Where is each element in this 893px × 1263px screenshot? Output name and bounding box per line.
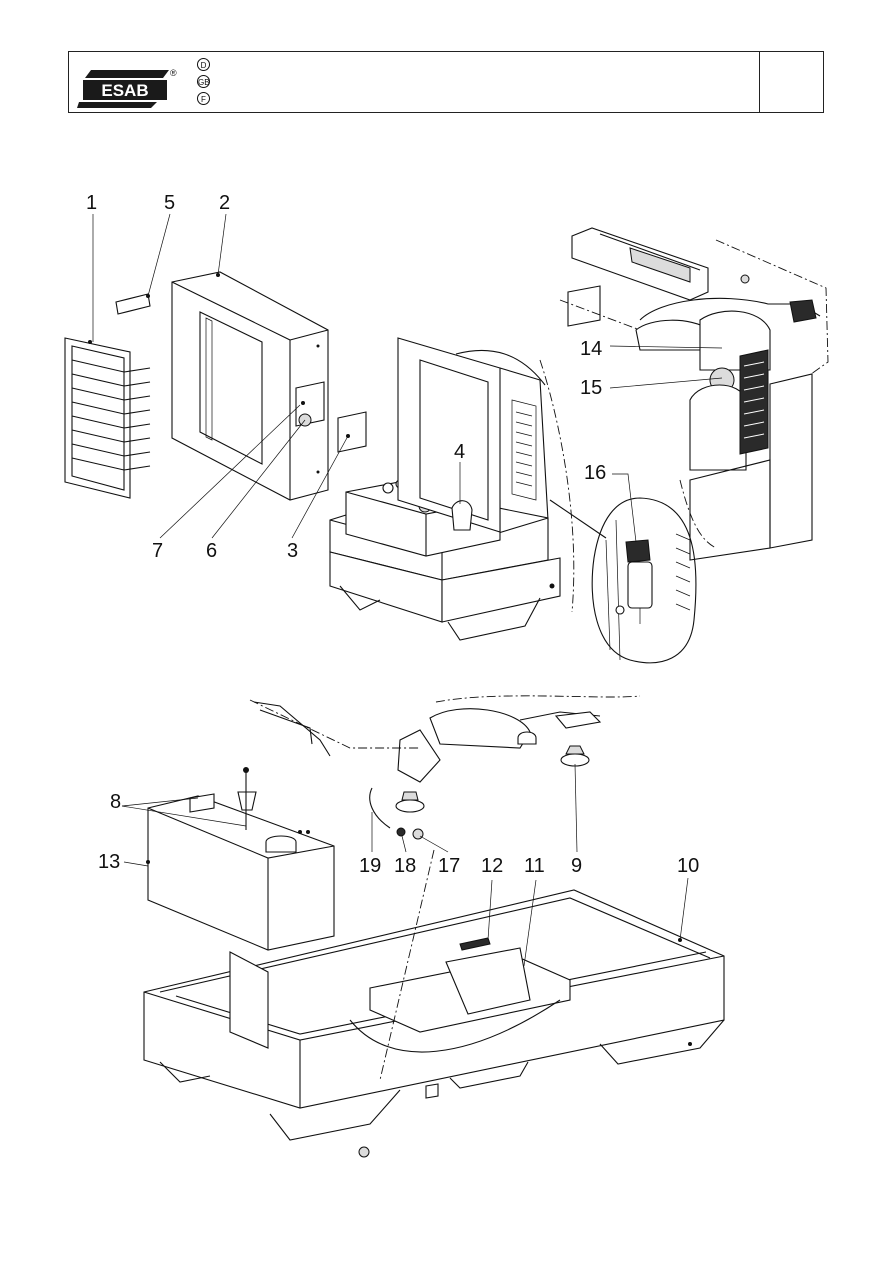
callout-5: 5 [164,192,175,214]
small-cover-plate-part [115,293,151,315]
language-badge-f: F [197,92,210,105]
engine-mount-assembly [249,695,641,840]
generator-base-assembly [329,337,575,641]
registered-mark: ® [170,68,177,78]
fuel-filter-detail [549,497,697,664]
callout-16: 16 [584,462,606,484]
callout-labels: 1 2 3 4 5 6 7 8 9 10 11 12 13 14 15 16 1… [86,192,699,877]
fuel-tank-part [146,767,335,951]
callout-11: 11 [524,855,545,877]
base-frame-part [143,849,725,1158]
callout-17: 17 [438,855,460,877]
callout-7: 7 [152,540,163,562]
brand-text: ESAB [101,81,148,100]
callout-18: 18 [394,855,416,877]
callout-19: 19 [359,855,381,877]
louvre-grille-part [64,337,151,499]
callout-9: 9 [571,855,582,877]
esab-logo: ESAB [77,70,169,108]
document-header: ESAB ® D GB F [68,51,824,113]
leader-lines [92,213,723,967]
callout-6: 6 [206,540,217,562]
callout-2: 2 [219,192,230,214]
side-panel-part [171,271,329,501]
language-badge-d: D [197,58,210,71]
callout-10: 10 [677,855,699,877]
callout-13: 13 [98,851,120,873]
callout-8: 8 [110,791,121,813]
callout-15: 15 [580,377,602,399]
callout-14: 14 [580,338,602,360]
callout-3: 3 [287,540,298,562]
header-divider [759,52,760,112]
engine-assembly [559,227,829,561]
callout-12: 12 [481,855,503,877]
callout-4: 4 [454,441,465,463]
callout-1: 1 [86,192,97,214]
language-badge-gb: GB [197,75,210,88]
